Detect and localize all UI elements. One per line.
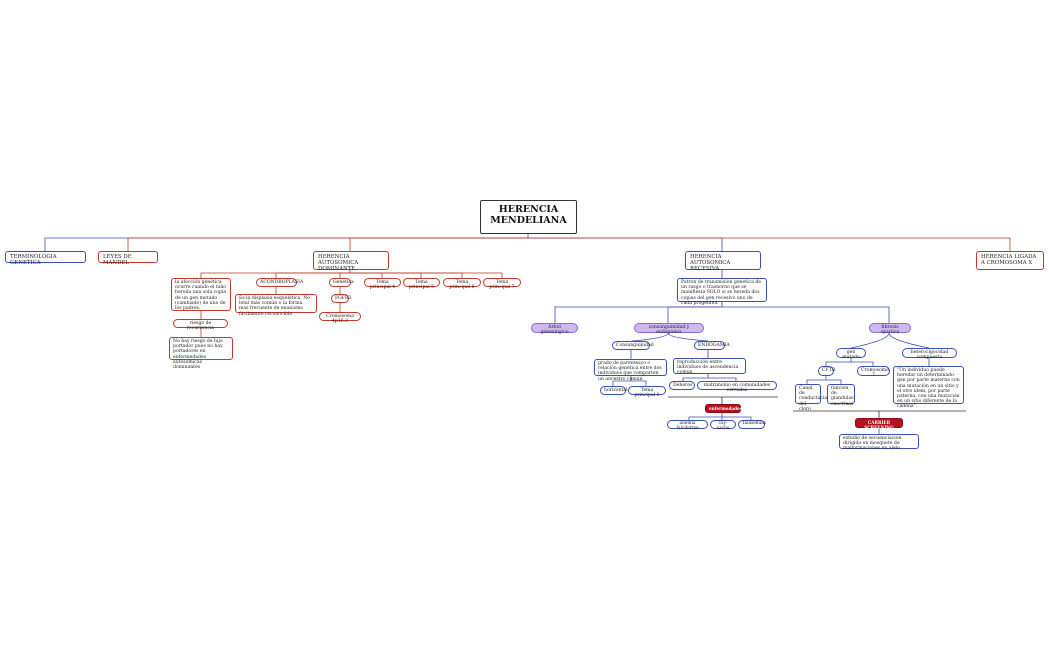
topic-genetica[interactable]: Genetica: [329, 278, 354, 287]
root-topic[interactable]: HERENCIA MENDELIANA: [480, 200, 577, 234]
branch-herencia-ligada-cromosoma-x[interactable]: HERENCIA LIGADA A CROMOSOMA X: [976, 251, 1044, 270]
topic-talasemias[interactable]: Talasemias: [738, 420, 766, 429]
topic-reproduccion[interactable]: reproducción entre individuos de ascende…: [673, 358, 746, 375]
topic-tay-sachs[interactable]: Tay-sachs: [710, 420, 736, 431]
topic-afeccion-genetica[interactable]: la afección genética ocurre cuando el ni…: [171, 278, 231, 311]
topic-no-riesgo[interactable]: No hay riesgo de hijo portador pues no h…: [169, 337, 233, 370]
topic-fibrosis-quistica[interactable]: fibrosis quistica: [869, 323, 911, 335]
topic-anemia-falciforme[interactable]: anemia falciforme: [667, 420, 708, 431]
topic-cromosoma-7[interactable]: Cromosoma 7: [857, 366, 890, 378]
topic-endogamia[interactable]: ENDOGAMIA: [694, 341, 730, 350]
topic-consanguinidad[interactable]: Consanguinidad: [612, 341, 654, 350]
topic-deberes[interactable]: Deberes: [669, 381, 695, 390]
branch-terminologia-genetica[interactable]: TERMINOLOGIA GENETICA: [5, 251, 86, 266]
topic-acondroplasia[interactable]: ACONDROPLASIA: [256, 278, 303, 287]
topic-gen-mutado[interactable]: gen mutado: [836, 348, 866, 360]
topic-tema-principal-4[interactable]: Tema principal 4: [364, 278, 401, 290]
branch-herencia-autosomica-recesiva[interactable]: HERENCIA AUTOSOMICA RECESIVA: [685, 251, 761, 272]
branch-herencia-autosomica-dominante[interactable]: HERENCIA AUTOSOMICA DOMINANTE: [313, 251, 389, 272]
topic-grado-parentesco[interactable]: grado de parentesco o relación genética …: [594, 359, 667, 382]
topic-heterocigocidad[interactable]: heterocigocidad compuesta: [902, 348, 957, 360]
topic-displasia[interactable]: Es la displasia esquelética, No letal má…: [235, 294, 317, 317]
topic-canal-conductancia[interactable]: Canal de conductacia del cloro: [795, 384, 827, 412]
topic-fgfr3[interactable]: FGFR3: [331, 294, 351, 303]
topic-tema-principal-5[interactable]: Tema principal 5: [403, 278, 440, 290]
topic-arbol-genealogico[interactable]: Arbol genealogico: [531, 323, 578, 335]
topic-enfermedades[interactable]: enfermedades: [705, 404, 742, 413]
topic-cftr[interactable]: CFTR: [818, 366, 835, 376]
topic-cromosoma-4p16[interactable]: Cromosoma 4p16.3: [319, 312, 361, 324]
topic-individuo-heredar[interactable]: "Un individuo puede heredar un determina…: [893, 366, 964, 409]
topic-tema-principal-6[interactable]: Tema principal 6: [443, 278, 481, 290]
topic-matrimonio[interactable]: matrimonio en comunidades cerradas: [697, 381, 777, 393]
topic-estudio-secuenciacion[interactable]: estudio de secuenciacion dirigida en mos…: [839, 434, 919, 451]
branch-leyes-de-mandel[interactable]: LEYES DE MANDEL: [98, 251, 158, 266]
topic-horizontal[interactable]: horizontal: [600, 386, 628, 395]
topic-funcion-glandulas[interactable]: funcion de glandulas exocrinas: [827, 384, 855, 407]
topic-patron-transmision[interactable]: Patron de transmision genetica de un ras…: [677, 278, 767, 306]
topic-tema-principal-7[interactable]: Tema principal 7: [483, 278, 521, 290]
topic-carrier-screening[interactable]: CARRIER SCREENING: [855, 418, 903, 430]
topic-riesgo-recurrencia[interactable]: riesgo de recurrencia: [173, 319, 228, 331]
topic-consanguinidad-endogamia[interactable]: consanguinidad y endogamia: [634, 323, 704, 335]
topic-tema-principal-2[interactable]: Tema principal 2: [628, 386, 666, 398]
